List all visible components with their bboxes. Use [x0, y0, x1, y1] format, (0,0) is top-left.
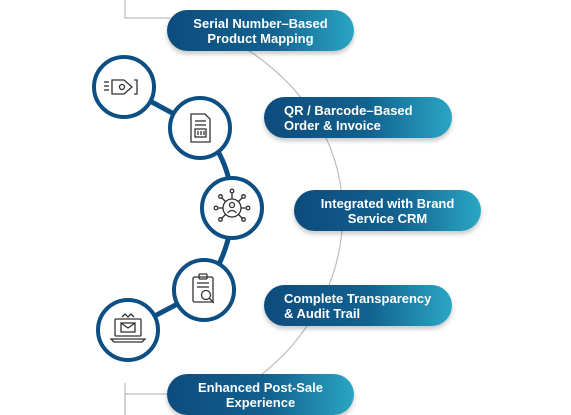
- icon-circle-3: [200, 176, 264, 240]
- feature-pill-qr-barcode: QR / Barcode–Based Order & Invoice: [264, 97, 452, 138]
- icon-circle-5: [96, 298, 160, 362]
- feature-3-line1: Integrated with Brand: [320, 195, 455, 211]
- feature-pill-brand-crm: Integrated with Brand Service CRM: [294, 190, 481, 231]
- feature-4-line1: Complete Transparency: [284, 290, 432, 306]
- feature-1-line1: Serial Number–Based: [193, 15, 328, 31]
- tag-pointer-icon: [104, 79, 138, 95]
- icon-circle-2: [168, 96, 232, 160]
- icon-circle-4: [172, 258, 236, 322]
- feature-1-line2: Product Mapping: [207, 30, 314, 46]
- icon-circle-1: [92, 55, 156, 119]
- network-person-icon: [213, 188, 251, 222]
- feature-5-line1: Enhanced Post-Sale: [198, 379, 323, 395]
- feature-pill-serial-mapping: Serial Number–Based Product Mapping: [167, 10, 354, 51]
- laptop-mail-icon: [109, 313, 147, 343]
- feature-2-line1: QR / Barcode–Based: [284, 102, 413, 118]
- feature-4-line2: & Audit Trail: [284, 305, 361, 321]
- feature-5-line2: Experience: [225, 394, 296, 410]
- feature-pill-transparency: Complete Transparency & Audit Trail: [264, 285, 452, 326]
- feature-3-line2: Service CRM: [347, 210, 428, 226]
- document-icon: [190, 113, 211, 143]
- clipboard-search-icon: [192, 273, 215, 304]
- feature-2-line2: Order & Invoice: [284, 117, 381, 133]
- feature-pill-post-sale: Enhanced Post-Sale Experience: [167, 374, 354, 415]
